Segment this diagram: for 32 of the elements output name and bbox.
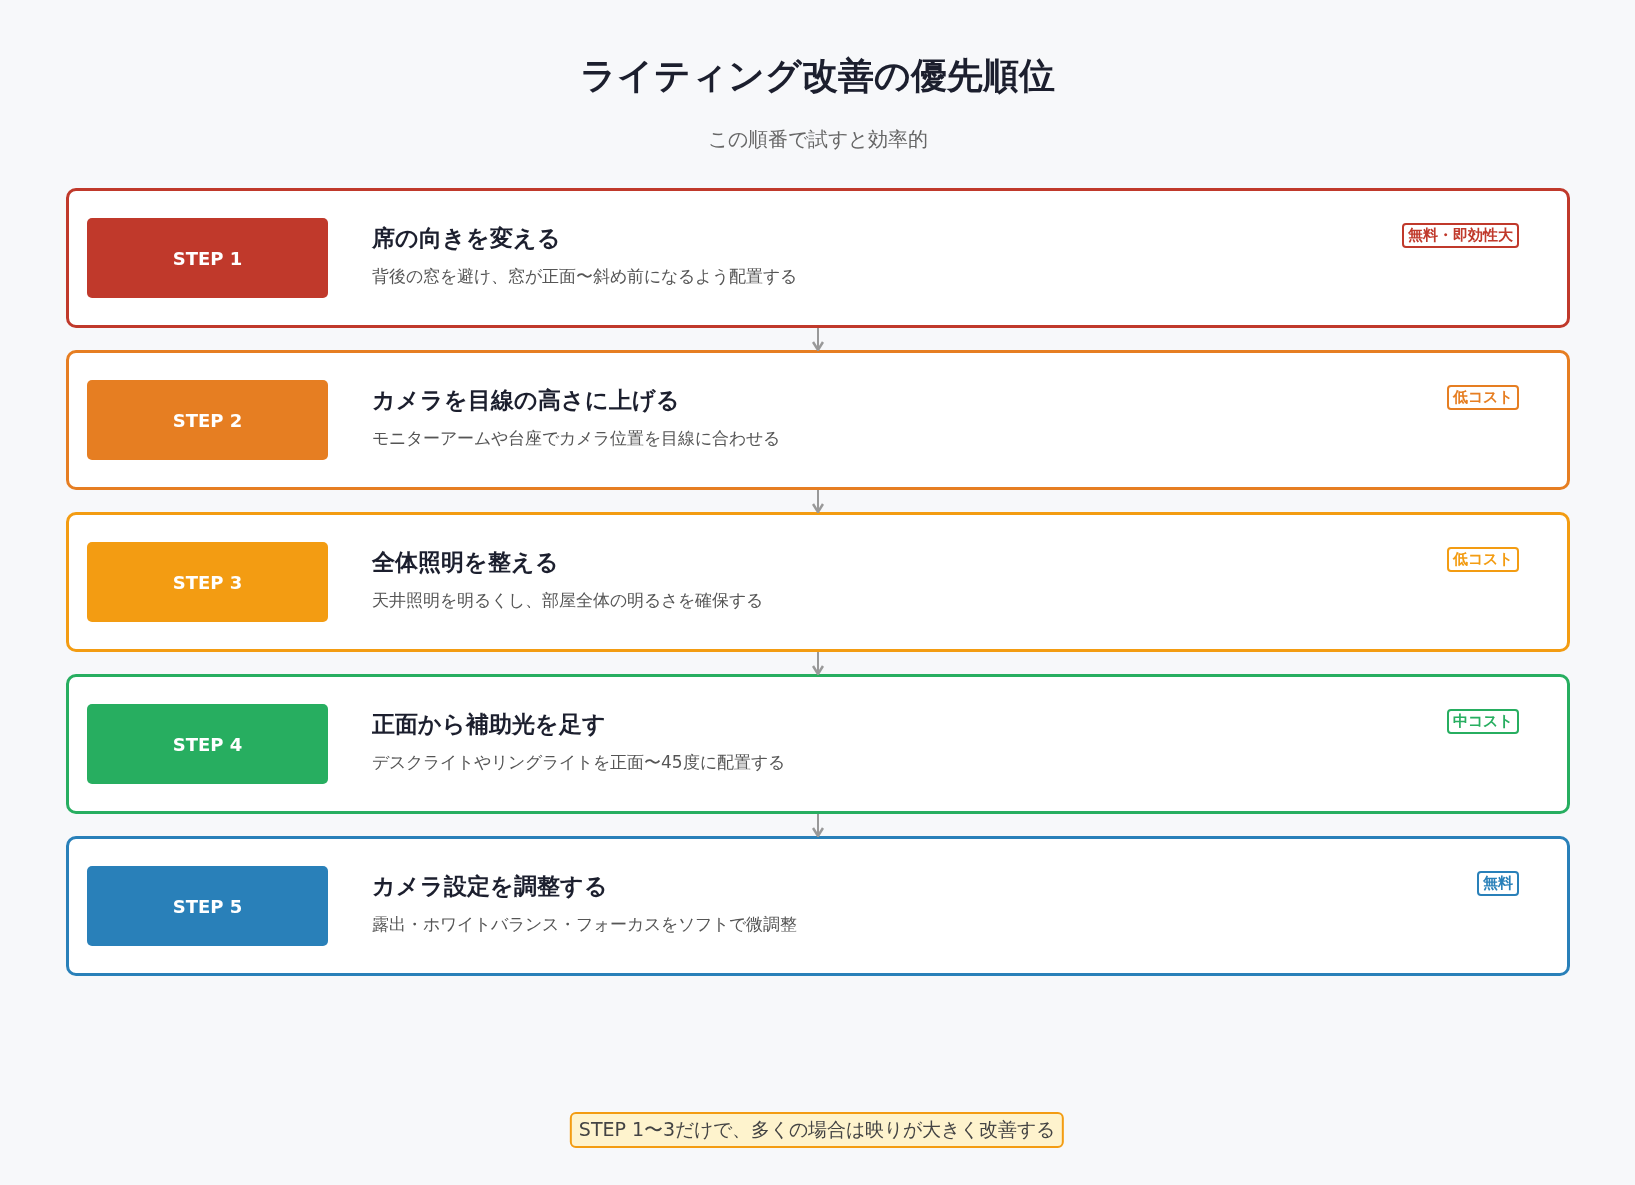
- summary-note: STEP 1〜3だけで、多くの場合は映りが大きく改善する: [569, 1112, 1065, 1148]
- step-badge: STEP 5: [87, 866, 328, 946]
- step-description: 天井照明を明るくし、部屋全体の明るさを確保する: [372, 589, 763, 612]
- step-badge: STEP 1: [87, 218, 328, 298]
- step-description: 背後の窓を避け、窓が正面〜斜め前になるよう配置する: [372, 265, 797, 288]
- arrow: [811, 489, 825, 514]
- step-card: [66, 188, 1570, 328]
- step-card: [66, 674, 1570, 814]
- arrow: [811, 327, 825, 352]
- subtitle: この順番で試すと効率的: [706, 126, 929, 153]
- cost-tag: 低コスト: [1447, 547, 1519, 572]
- step-title: 全体照明を整える: [372, 548, 559, 577]
- step-card: [66, 350, 1570, 490]
- step-badge: STEP 2: [87, 380, 328, 460]
- cost-tag: 無料: [1477, 871, 1519, 896]
- cost-tag: 中コスト: [1447, 709, 1519, 734]
- arrow: [811, 813, 825, 838]
- cost-tag: 低コスト: [1447, 385, 1519, 410]
- step-card: [66, 836, 1570, 976]
- step-badge: STEP 4: [87, 704, 328, 784]
- step-title: 席の向きを変える: [372, 224, 561, 253]
- step-title: カメラを目線の高さに上げる: [372, 386, 680, 415]
- step-card: [66, 512, 1570, 652]
- step-badge: STEP 3: [87, 542, 328, 622]
- step-description: 露出・ホワイトバランス・フォーカスをソフトで微調整: [372, 913, 797, 936]
- title: ライティング改善の優先順位: [579, 54, 1056, 98]
- step-title: カメラ設定を調整する: [372, 872, 608, 901]
- step-description: デスクライトやリングライトを正面〜45度に配置する: [372, 751, 785, 774]
- arrow: [811, 651, 825, 676]
- cost-tag: 無料・即効性大: [1402, 223, 1519, 248]
- step-description: モニターアームや台座でカメラ位置を目線に合わせる: [372, 427, 780, 450]
- step-title: 正面から補助光を足す: [372, 710, 606, 739]
